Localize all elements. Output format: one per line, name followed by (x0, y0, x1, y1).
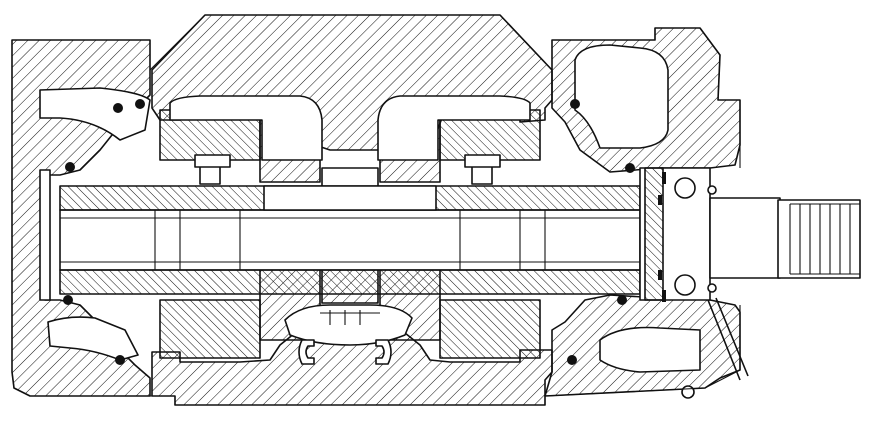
seal-6 (570, 99, 580, 109)
seal-4 (63, 295, 73, 305)
seal-2 (135, 99, 145, 109)
left-inlet-cavity-bottom (47, 316, 139, 361)
right-housing (544, 27, 741, 397)
right-inlet-cavity-bottom (599, 326, 701, 373)
drain-passage (681, 297, 749, 399)
seal-3 (65, 162, 75, 172)
bearing-ball-top (674, 177, 696, 199)
retainer-ring-bottom (707, 283, 717, 293)
seal-1 (113, 103, 123, 113)
bearing-assembly (639, 167, 717, 302)
retainer-ring-top (707, 185, 717, 195)
center-discharge-cavity (284, 304, 413, 346)
seal-5 (115, 355, 125, 365)
right-inlet-cavity-top (574, 44, 669, 149)
o-ring-seals (63, 99, 635, 365)
right-cartridge (377, 95, 541, 359)
seal-7 (625, 163, 635, 173)
seal-9 (567, 355, 577, 365)
right-pressure-pocket (377, 95, 531, 161)
left-pressure-pocket (169, 95, 323, 161)
left-snap-ring (298, 339, 315, 365)
seal-8 (617, 295, 627, 305)
right-snap-ring (375, 339, 392, 365)
bearing-ball-bottom (674, 274, 696, 296)
output-shaft (709, 197, 861, 279)
left-end-cap (11, 39, 151, 397)
drive-shaft (59, 185, 641, 295)
left-inlet-cavity-top (39, 87, 151, 141)
